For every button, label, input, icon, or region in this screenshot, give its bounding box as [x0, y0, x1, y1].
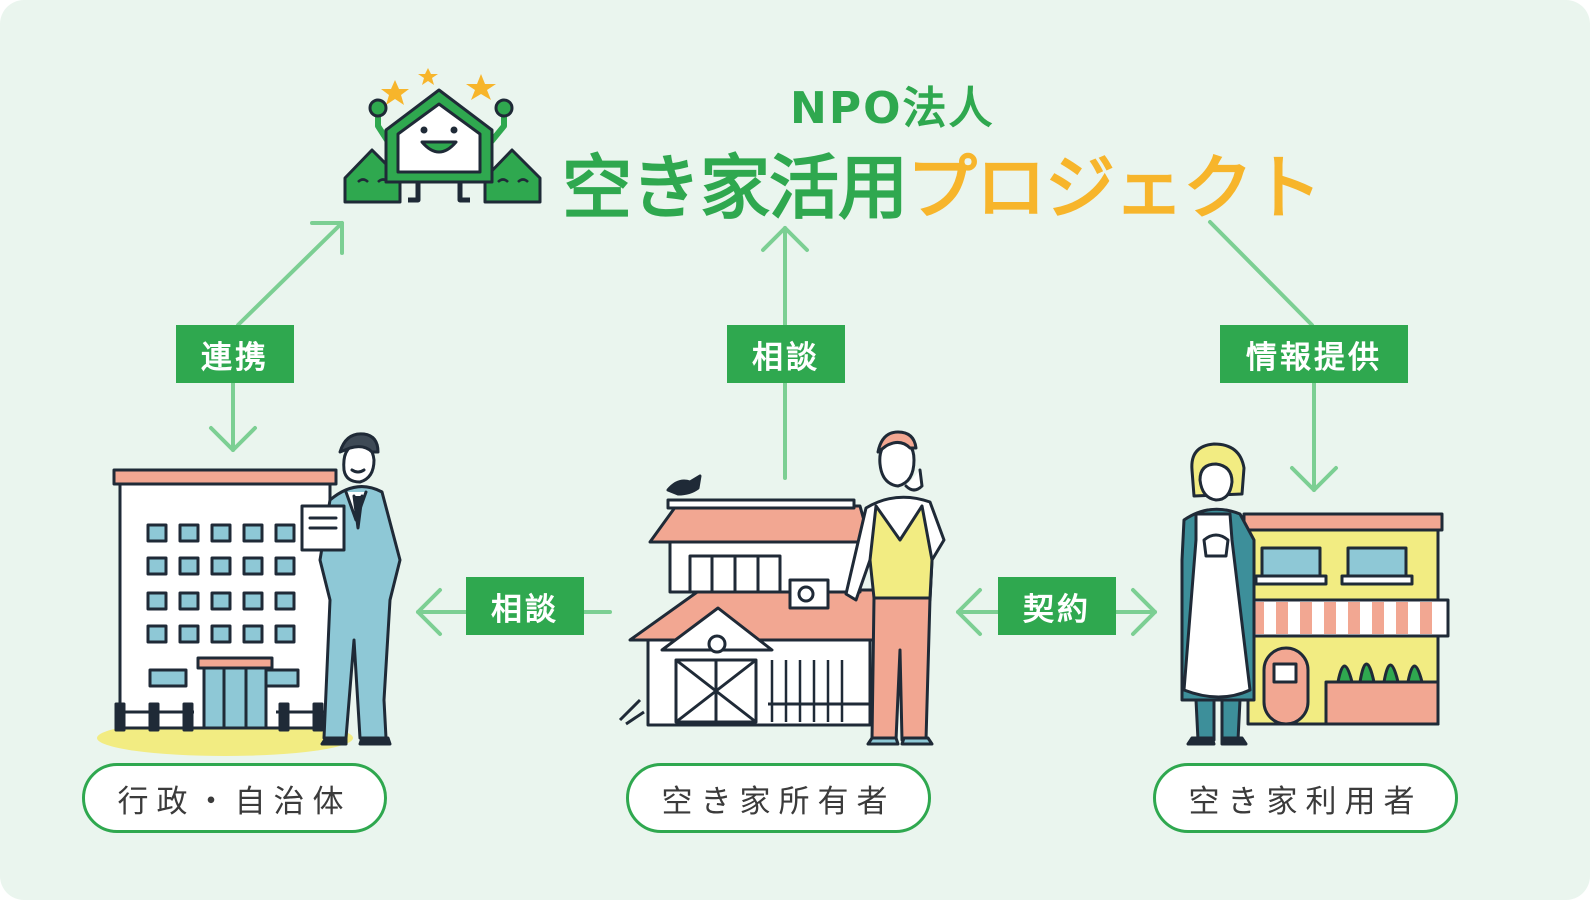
owner-person-illustration: [844, 430, 946, 746]
arrow-line: [236, 221, 344, 327]
arrow-head-icon: [310, 221, 344, 255]
star-icon: [381, 80, 409, 105]
project-title: 空き家活用プロジェクト: [562, 132, 1322, 233]
actor-label-admin: 行政・自治体: [82, 763, 387, 833]
project-title-orange: プロジェクト: [907, 147, 1322, 229]
arrow-head-icon: [209, 426, 257, 452]
star-icon: [418, 68, 438, 85]
mascot-logo-icon: [343, 68, 542, 204]
user-person-illustration: [1180, 442, 1256, 746]
actor-label-user: 空き家利用者: [1153, 763, 1458, 833]
arrow-head-icon: [956, 588, 982, 636]
shop-illustration: [1242, 512, 1450, 726]
relation-label-consult-left: 相談: [466, 577, 584, 635]
government-building-illustration: [97, 468, 353, 756]
arrow-head-icon: [1290, 466, 1338, 492]
arrow-head-icon: [416, 588, 442, 636]
vacant-house-illustration: [618, 474, 882, 727]
relation-label-info: 情報提供: [1220, 325, 1408, 383]
relation-label-contract: 契約: [998, 577, 1116, 635]
crow-icon: [666, 474, 702, 496]
star-icon: [466, 74, 496, 100]
relation-label-consult-up: 相談: [727, 325, 845, 383]
official-person-illustration: [300, 432, 402, 746]
arrow-line: [1208, 220, 1314, 327]
arrow-head-icon: [1131, 588, 1157, 636]
arrow-head-icon: [761, 226, 809, 252]
actor-label-owner: 空き家所有者: [626, 763, 931, 833]
org-type-label: NPO法人: [790, 83, 995, 134]
relation-label-link: 連携: [176, 325, 294, 383]
project-title-green: 空き家活用: [562, 147, 908, 229]
